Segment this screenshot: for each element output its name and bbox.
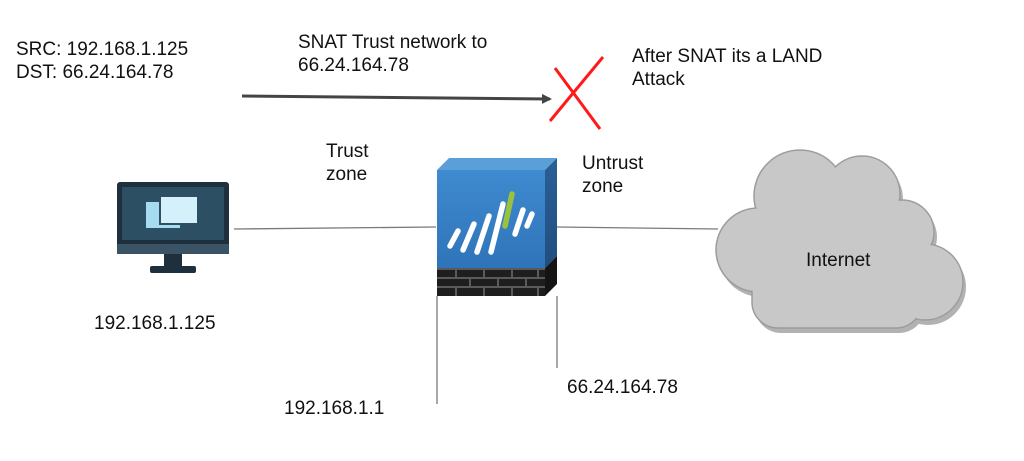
firewall-appliance-icon <box>437 158 557 296</box>
land-note-line2: Attack <box>632 69 685 90</box>
desktop-monitor-icon <box>117 182 229 273</box>
untrust-link-line <box>556 226 719 230</box>
internet-label: Internet <box>806 250 871 271</box>
trust-interface-ip-label: 192.168.1.1 <box>284 398 385 419</box>
snat-note-line2: 66.24.164.78 <box>298 55 409 76</box>
untrust-zone-label: Untrust zone <box>582 153 644 197</box>
packet-dst-text: DST: 66.24.164.78 <box>16 62 174 83</box>
untrust-interface-ip-label: 66.24.164.78 <box>567 377 678 398</box>
land-attack-note-label: After SNAT its a LAND Attack <box>632 45 822 91</box>
land-note-line1: After SNAT its a LAND <box>632 46 823 67</box>
cloud-icon <box>715 149 966 333</box>
trust-link-line <box>233 226 437 230</box>
host-ip-label: 192.168.1.125 <box>94 313 216 334</box>
packet-flow-arrow <box>241 93 552 104</box>
blocked-cross-icon <box>548 56 605 130</box>
packet-header-label: SRC: 192.168.1.125 DST: 66.24.164.78 <box>16 38 188 84</box>
snat-note-label: SNAT Trust network to 66.24.164.78 <box>298 31 487 77</box>
snat-note-line1: SNAT Trust network to <box>298 32 488 53</box>
trust-zone-label: Trust zone <box>326 141 369 185</box>
packet-src-text: SRC: 192.168.1.125 <box>16 39 189 60</box>
